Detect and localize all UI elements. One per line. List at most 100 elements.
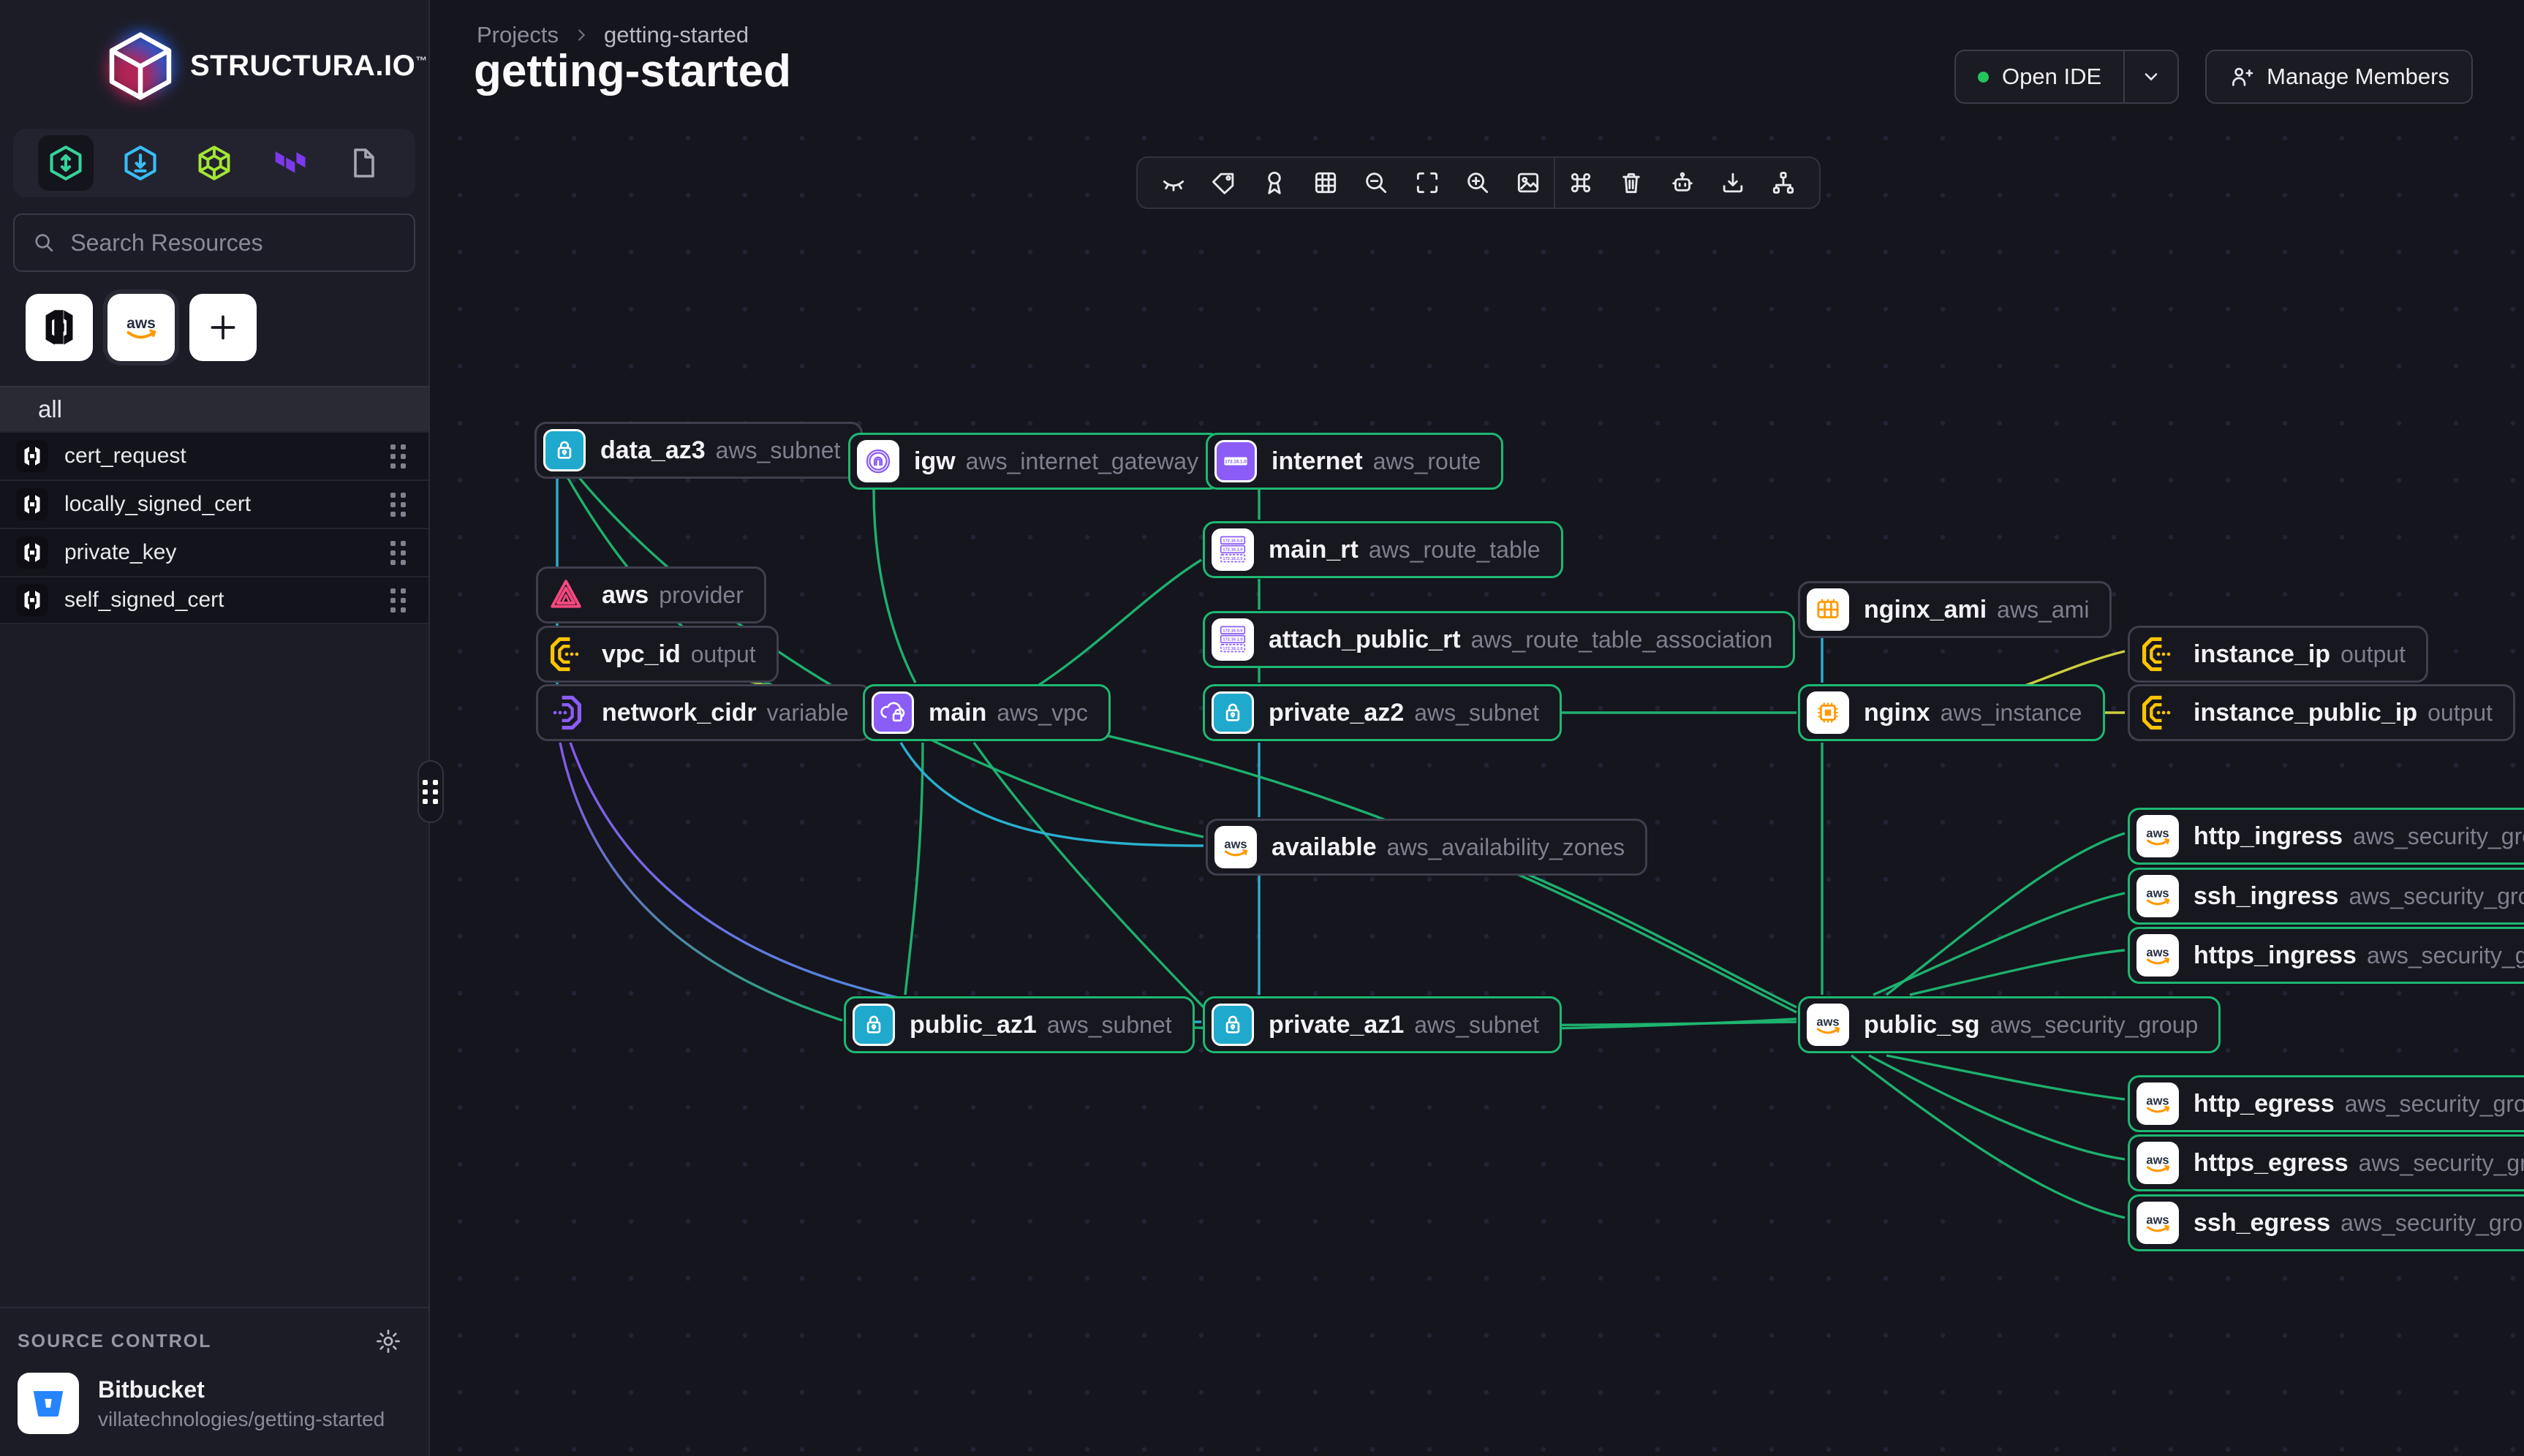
app-name: STRUCTURA.IO™ (190, 49, 428, 82)
tab-files[interactable] (335, 135, 390, 191)
aws-provider-button[interactable]: aws (107, 294, 175, 361)
sidebar: STRUCTURA.IO™ (0, 0, 430, 1456)
drag-handle-icon[interactable] (390, 540, 407, 565)
aws-icon: aws (126, 315, 156, 339)
gear-icon[interactable] (374, 1327, 402, 1355)
resource-list-item[interactable]: private_key (0, 528, 428, 576)
aws-logo-icon: aws (1807, 1004, 1849, 1046)
add-provider-button[interactable] (189, 294, 257, 361)
tab-terraform[interactable] (261, 135, 317, 191)
fit-screen-icon[interactable] (1402, 158, 1452, 208)
grid-icon[interactable] (1300, 158, 1350, 208)
status-dot (1978, 71, 1990, 83)
modules-hexagon-icon (198, 145, 230, 181)
manage-members-label: Manage Members (2267, 64, 2449, 89)
command-icon[interactable] (1555, 158, 1606, 208)
route-table-icon: 172.16.0.0 172.16.1.0 172.16.2.0 (1212, 618, 1254, 661)
aws-logo-icon: aws (2136, 875, 2179, 917)
resource-list-item[interactable]: cert_request (0, 431, 428, 479)
resource-label: private_key (64, 540, 177, 564)
open-ide-label: Open IDE (2002, 64, 2102, 89)
subnet-lock-icon (853, 1004, 895, 1046)
node-name: nginx (1864, 698, 1930, 727)
flow-icon[interactable] (1758, 158, 1809, 208)
output-icon (2136, 691, 2179, 734)
drag-handle-icon[interactable] (390, 444, 407, 469)
robot-icon[interactable] (1657, 158, 1707, 208)
tab-resources[interactable] (38, 135, 94, 191)
hashicorp-resource-icon (16, 488, 48, 520)
ribbon-icon[interactable] (1250, 158, 1300, 208)
eye-off-icon[interactable] (1148, 158, 1198, 208)
open-ide-button[interactable]: Open IDE (1954, 50, 2180, 104)
toolbar-divider (1554, 158, 1556, 208)
svg-text:172.16.0.0: 172.16.0.0 (1223, 629, 1242, 633)
zoom-out-icon[interactable] (1351, 158, 1402, 208)
terraform-icon (275, 151, 305, 173)
sidebar-resize-handle[interactable] (417, 760, 444, 823)
subnet-lock-icon (543, 429, 586, 471)
download-icon[interactable] (1707, 158, 1758, 208)
svg-text:172.16.1.0: 172.16.1.0 (1223, 548, 1242, 553)
node-name: igw (914, 447, 956, 475)
tag-icon[interactable] (1198, 158, 1249, 208)
drag-handle-icon[interactable] (390, 588, 407, 613)
person-plus-icon (2232, 67, 2253, 86)
open-ide-dropdown[interactable] (2123, 51, 2177, 102)
drag-handle-icon[interactable] (390, 492, 407, 517)
canvas-dot-grid[interactable] (431, 110, 2524, 1456)
source-control-panel: SOURCE CONTROL Bitbucket villatechnologi… (0, 1307, 428, 1456)
search-box[interactable] (13, 213, 415, 272)
search-input[interactable] (69, 228, 396, 257)
node-name: data_az3 (600, 436, 706, 464)
hashicorp-icon (45, 310, 73, 345)
source-repo: villatechnologies/getting-started (98, 1407, 385, 1430)
filter-all-bar[interactable]: all (0, 386, 428, 431)
node-name: main (929, 698, 987, 727)
svg-text:172.16.0.0: 172.16.0.0 (1223, 539, 1242, 543)
hashicorp-provider-button[interactable] (26, 294, 93, 361)
chevron-down-icon (2145, 73, 2158, 81)
filter-label: all (38, 395, 63, 422)
tab-modules[interactable] (186, 135, 242, 191)
bitbucket-connection[interactable]: Bitbucket villatechnologies/getting-star… (0, 1355, 428, 1456)
node-name: nginx_ami (1864, 595, 1987, 623)
zoom-in-icon[interactable] (1452, 158, 1503, 208)
trash-icon[interactable] (1606, 158, 1657, 208)
node-name: private_az1 (1269, 1010, 1405, 1039)
node-type: aws_route (1372, 447, 1481, 474)
resource-list-item[interactable]: locally_signed_cert (0, 479, 428, 528)
provider-triangle-icon (545, 574, 587, 616)
manage-members-button[interactable]: Manage Members (2205, 50, 2473, 104)
tab-data-sources[interactable] (113, 135, 168, 191)
svg-text:172.16.1.0: 172.16.1.0 (1225, 459, 1247, 464)
breadcrumb-projects[interactable]: Projects (477, 22, 559, 48)
resource-list-item[interactable]: self_signed_cert (0, 576, 428, 624)
image-icon[interactable] (1503, 158, 1554, 208)
node-type: aws_subnet (1414, 699, 1540, 726)
